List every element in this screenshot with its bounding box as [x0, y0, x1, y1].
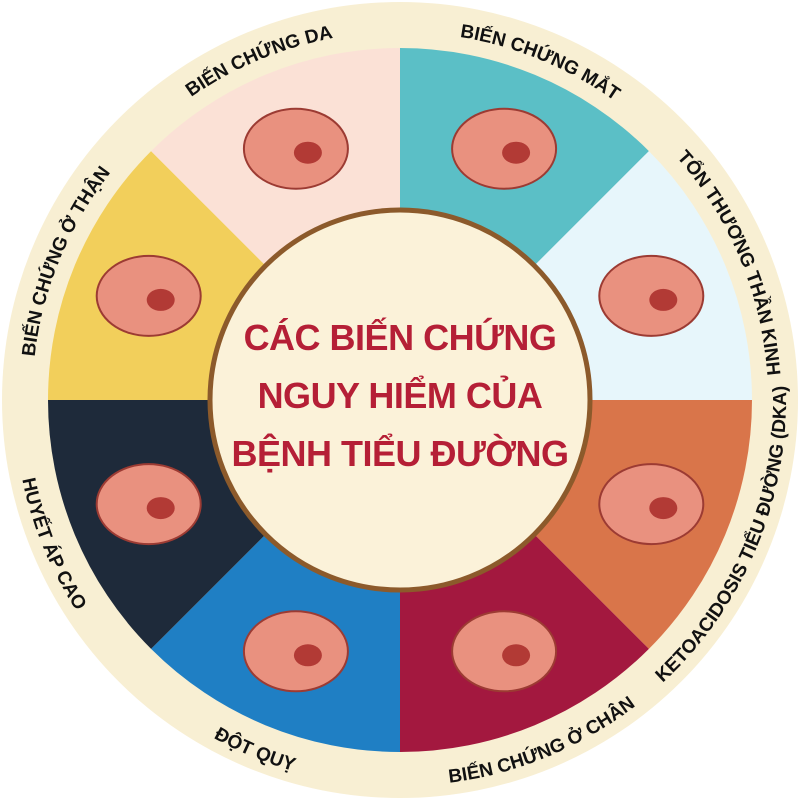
title-line-1: CÁC BIẾN CHỨNG — [244, 316, 557, 358]
heart-icon — [95, 463, 202, 546]
kidney-icon — [95, 254, 202, 337]
center-circle — [207, 207, 593, 593]
title-line-2: NGUY HIỂM CỦA — [258, 374, 543, 416]
brain-icon — [242, 610, 349, 693]
blood-vessel-icon — [598, 463, 705, 546]
foot-icon — [451, 610, 558, 693]
neuron-icon — [598, 254, 705, 337]
title-line-3: BỆNH TIỂU ĐƯỜNG — [231, 432, 568, 474]
eye-icon — [451, 107, 558, 190]
skin-icon — [242, 107, 349, 190]
